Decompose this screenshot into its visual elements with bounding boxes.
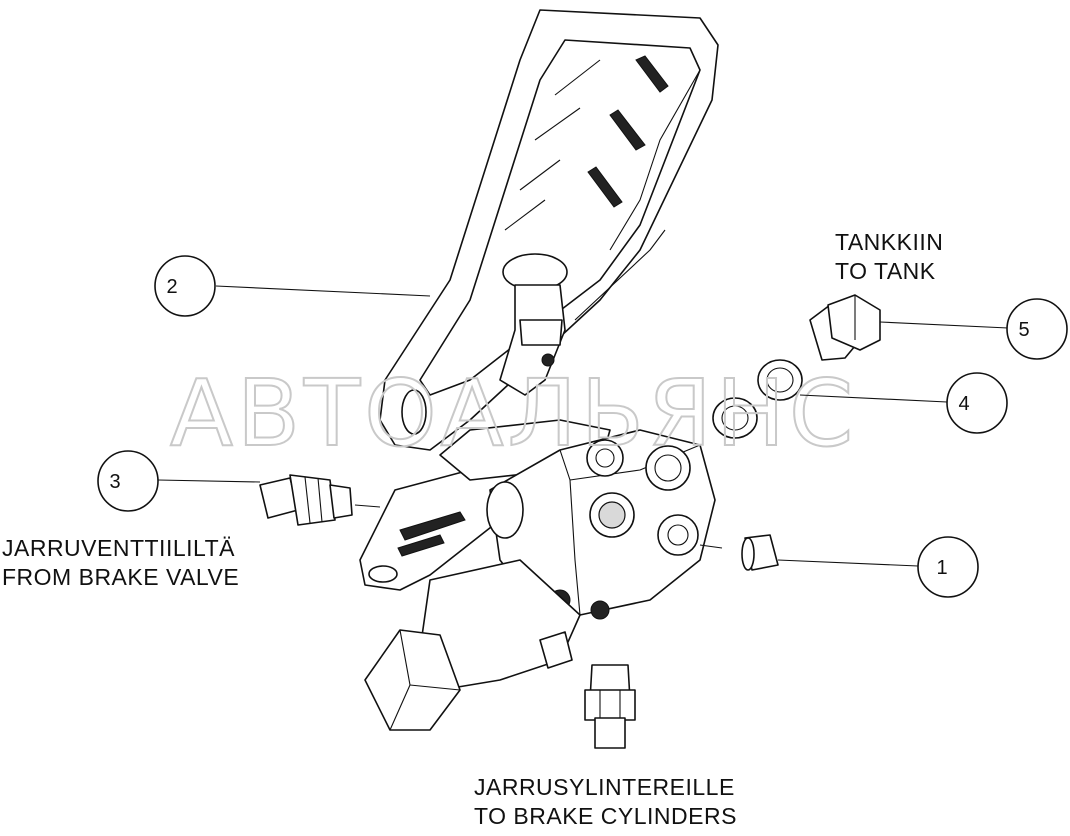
callout-number: 3 <box>109 471 120 493</box>
callout-1: 1 <box>917 536 979 598</box>
callout-4: 4 <box>946 372 1008 434</box>
label-tank-fi: TANKKIIN <box>835 229 943 255</box>
label-to-tank: TANKKIIN TO TANK <box>835 229 943 284</box>
callout-number: 2 <box>166 276 177 298</box>
plug-part-1 <box>741 534 779 571</box>
tank-fitting-part-5 <box>809 294 881 361</box>
label-tank-en: TO TANK <box>835 258 936 284</box>
callout-number: 5 <box>1018 319 1029 341</box>
watermark-text: АВТОАЛЬЯНС <box>170 360 857 467</box>
callout-3: 3 <box>97 450 159 512</box>
label-brake-valve-fi: JARRUVENTTIILILTÄ <box>2 535 235 561</box>
washers-part-4 <box>712 359 803 439</box>
fitting-to-brake-cylinders <box>584 664 636 749</box>
brake-pedal-part <box>379 9 719 451</box>
label-brake-cylinders-en: TO BRAKE CYLINDERS <box>474 803 737 829</box>
callout-5: 5 <box>1006 298 1068 360</box>
label-to-brake-cylinders: JARRUSYLINTEREILLE TO BRAKE CYLINDERS <box>474 774 737 829</box>
fitting-part-3 <box>259 474 353 526</box>
valve-body <box>359 419 716 731</box>
label-brake-valve-en: FROM BRAKE VALVE <box>2 564 239 590</box>
label-from-brake-valve: JARRUVENTTIILILTÄ FROM BRAKE VALVE <box>2 535 239 590</box>
callout-number: 1 <box>936 557 947 579</box>
callout-number: 4 <box>958 393 969 415</box>
leader-lines <box>157 285 1009 567</box>
label-brake-cylinders-fi: JARRUSYLINTEREILLE <box>474 774 735 800</box>
callout-2: 2 <box>154 255 216 317</box>
